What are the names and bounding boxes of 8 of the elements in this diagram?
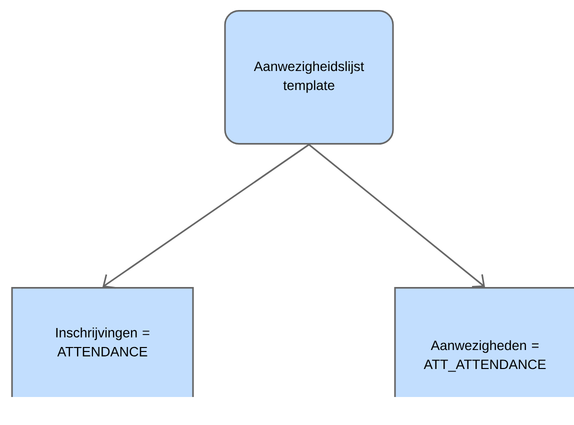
arrow — [308, 144, 485, 288]
arrow — [102, 144, 310, 289]
node-text: Aanwezigheidslijst template — [254, 61, 364, 93]
process-box — [11, 287, 194, 397]
process-box — [394, 287, 574, 397]
rounded-box — [224, 10, 394, 145]
node-text: Aanwezigheden = ATT_ATTENDANCE — [424, 340, 546, 372]
node-text: Inschrijvingen = ATTENDANCE — [56, 328, 150, 356]
